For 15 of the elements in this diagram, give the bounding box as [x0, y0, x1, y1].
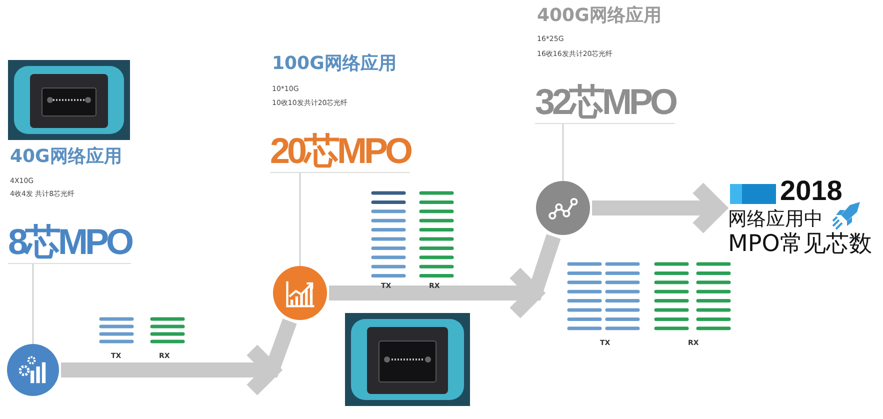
leader-line: [562, 124, 564, 181]
leader-line: [299, 173, 301, 266]
heading-text: 32芯MPO: [535, 84, 676, 124]
title-text: MPO常见芯数: [728, 232, 872, 258]
heading-text: 400G网络应用: [537, 6, 662, 26]
year-heading: 2018: [780, 176, 842, 207]
heading-text: 8芯MPO: [8, 224, 132, 264]
icon-circle: [7, 344, 59, 396]
heading-text: 20芯MPO: [270, 133, 410, 173]
heading-text: 40G网络应用: [10, 147, 122, 167]
leader-line: [32, 264, 34, 344]
icon-circle: [536, 181, 590, 235]
title-text: 网络应用中: [728, 209, 823, 230]
heading-text: 100G网络应用: [272, 54, 396, 74]
icon-circle: [273, 266, 327, 320]
